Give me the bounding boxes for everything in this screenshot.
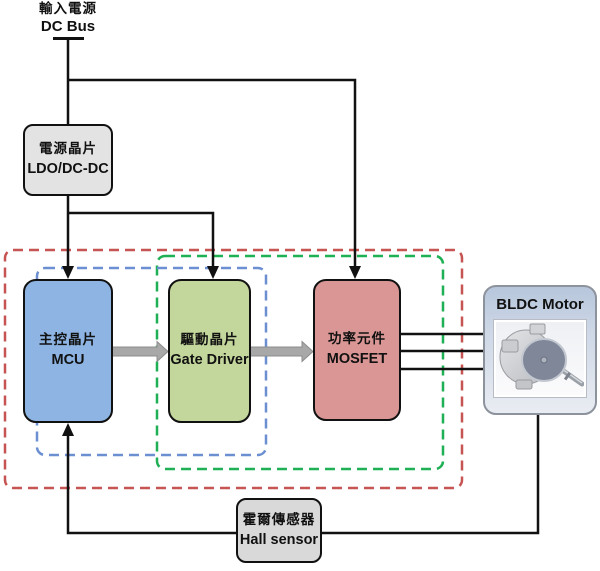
power-chip-label-zh: 電源晶片 (39, 141, 97, 156)
motor-shaft-detail (563, 372, 571, 381)
blue-dashed-group-frame (35, 266, 268, 457)
green-dashed-group-frame (155, 254, 445, 471)
gate-driver-block: 驅動晶片 Gate Driver (168, 279, 251, 423)
bldc-motor-block: BLDC Motor (483, 285, 597, 415)
gate-driver-label-en: Gate Driver (170, 352, 249, 369)
motor-side-bracket (501, 339, 519, 353)
wire-dcbus-to-mosfet (68, 78, 357, 267)
signal-arrow-mcu-to-gatedriver (111, 340, 169, 363)
arrowhead-into-mcu-top (62, 266, 74, 279)
dc-bus-label-en: DC Bus (40, 17, 96, 35)
motor-terminal-box (529, 323, 546, 335)
mcu-label-zh: 主控晶片 (39, 332, 97, 347)
hall-sensor-label-en: Hall sensor (239, 531, 319, 548)
signal-arrow-gatedriver-to-mosfet (249, 340, 314, 363)
hall-sensor-label-zh: 霍爾傳感器 (242, 511, 316, 527)
power-chip-label-en: LDO/DC-DC (27, 161, 109, 178)
arrowhead-into-gatedriver (207, 266, 219, 279)
mcu-label-en: MCU (51, 352, 85, 369)
dc-bus-label-zh: 輸入電源 (39, 1, 97, 16)
mosfet-label-en: MOSFET (326, 351, 388, 368)
wire-powerchip-to-gatedriver (68, 211, 215, 267)
arrowhead-into-mosfet (349, 266, 361, 279)
mosfet-block: 功率元件 MOSFET (313, 279, 401, 421)
motor-mount-foot (515, 379, 533, 390)
mcu-block: 主控晶片 MCU (23, 279, 113, 423)
motor-front-rim (521, 338, 567, 382)
arrowhead-into-mcu-bottom (62, 423, 74, 436)
motor-shaft-hub (540, 356, 548, 364)
bldc-motor-image (496, 322, 585, 395)
power-chip-block: 電源晶片 LDO/DC-DC (23, 124, 113, 196)
bldc-motor-title: BLDC Motor (496, 296, 584, 313)
mosfet-label-zh: 功率元件 (328, 331, 386, 346)
wire-hallsensor-to-mcu (66, 435, 236, 535)
wire-motor-to-hallsensor (322, 415, 540, 535)
bldc-motor-photo-frame (493, 319, 587, 398)
dc-bus-label: 輸入電源 DC Bus (18, 1, 118, 37)
hall-sensor-block: 霍爾傳感器 Hall sensor (236, 498, 322, 563)
gate-driver-label-zh: 驅動晶片 (180, 332, 239, 347)
